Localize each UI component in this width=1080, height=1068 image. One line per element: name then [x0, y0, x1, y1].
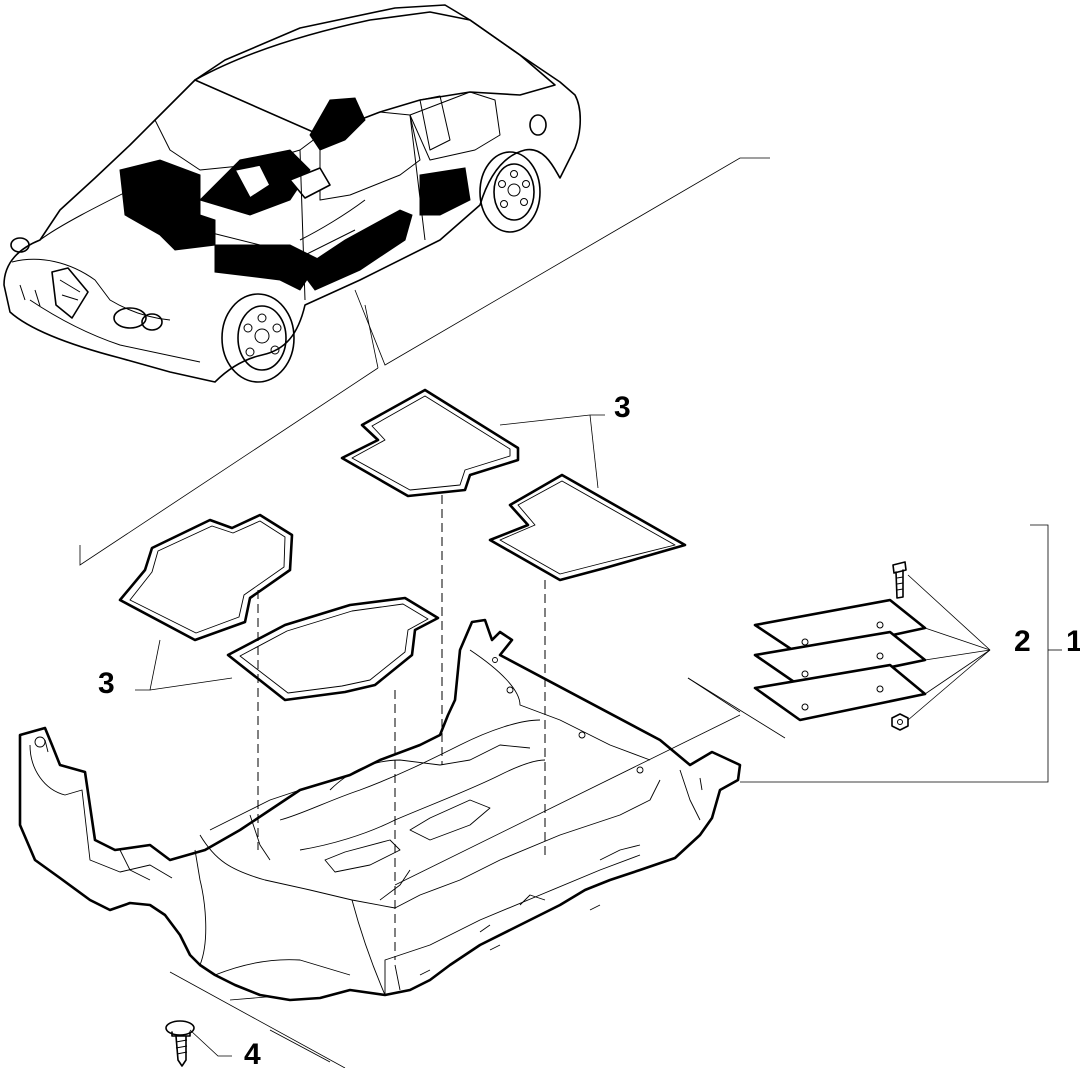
bracket-part-1 [740, 524, 1062, 783]
callout-part-3-top: 3 [614, 391, 631, 424]
floor-mat-rear-right [488, 473, 687, 582]
nut-icon [891, 713, 909, 731]
callout-part-2: 2 [1014, 625, 1031, 658]
leader-lines-part-2 [907, 574, 991, 721]
floor-mat-front-right [226, 596, 440, 702]
callout-part-1: 1 [1066, 625, 1080, 658]
floor-pan-panel [18, 618, 742, 1002]
screw-icon [165, 1020, 232, 1067]
callout-part-3-left: 3 [98, 667, 115, 700]
car-illustration [3, 4, 582, 383]
floor-panel-indicator-line [394, 677, 741, 886]
projection-dashed-lines [257, 495, 546, 960]
floor-mat-rear-center [340, 388, 520, 498]
bolt-icon [892, 561, 907, 599]
floor-mat-front-left [118, 513, 294, 642]
support-plates [753, 598, 927, 722]
callout-part-4: 4 [244, 1038, 261, 1068]
leader-lines-part-3 [135, 414, 605, 691]
